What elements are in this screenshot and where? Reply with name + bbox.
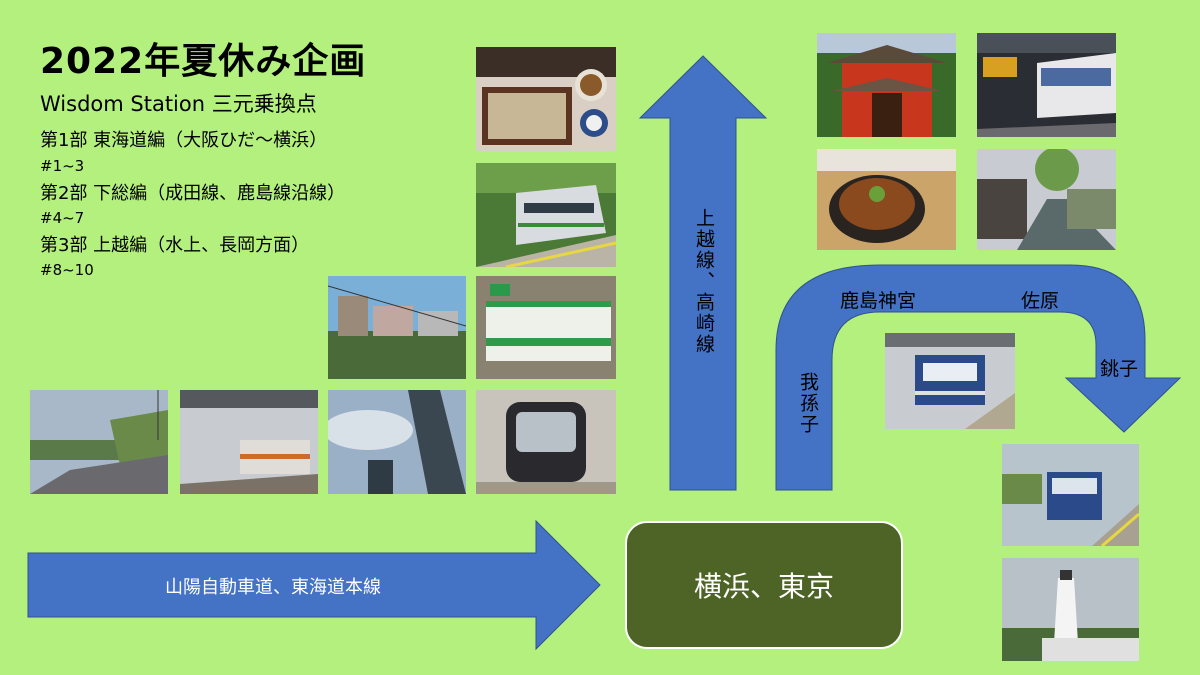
page-subtitle: Wisdom Station 三元乗換点	[40, 92, 317, 116]
page-title: 2022年夏休み企画	[40, 41, 367, 82]
part-2-label: 第2部 下総編（成田線、鹿島線沿線）	[40, 183, 346, 204]
photo-gondola	[476, 390, 616, 494]
photo-red-shrine	[817, 33, 956, 137]
photo-station-train	[180, 390, 318, 494]
photo-ropeway-view	[328, 276, 466, 379]
photo-highway	[30, 390, 168, 494]
abiko-label: 我孫子	[797, 372, 819, 435]
photo-soba	[476, 47, 616, 151]
sawara-label: 佐原	[1021, 290, 1060, 312]
up-route-label: 上越線、高崎線	[693, 208, 715, 355]
choshi-label: 銚子	[1100, 358, 1139, 380]
photo-choshi-train	[1002, 444, 1139, 546]
photo-bus	[977, 33, 1116, 137]
hub-label: 横浜、東京	[693, 570, 834, 603]
part-3-label: 第3部 上越編（水上、長岡方面）	[40, 235, 310, 256]
part-1-episodes: #1~3	[40, 157, 85, 175]
part-1-label: 第1部 東海道編（大阪ひだ～横浜）	[40, 130, 328, 151]
photo-canal-town	[977, 149, 1116, 250]
part-2-episodes: #4~7	[40, 209, 85, 227]
hub-box: 横浜、東京	[625, 521, 903, 649]
photo-lighthouse	[1002, 558, 1139, 661]
photo-karaage-don	[817, 149, 956, 250]
photo-choshi-train-station	[885, 333, 1015, 429]
kashima-label: 鹿島神宮	[840, 290, 917, 312]
photo-green-train	[476, 163, 616, 267]
photo-skyscraper	[328, 390, 466, 494]
bottom-route-label: 山陽自動車道、東海道本線	[165, 577, 381, 598]
part-3-episodes: #8~10	[40, 261, 94, 279]
photo-omiya-sign	[476, 276, 616, 379]
